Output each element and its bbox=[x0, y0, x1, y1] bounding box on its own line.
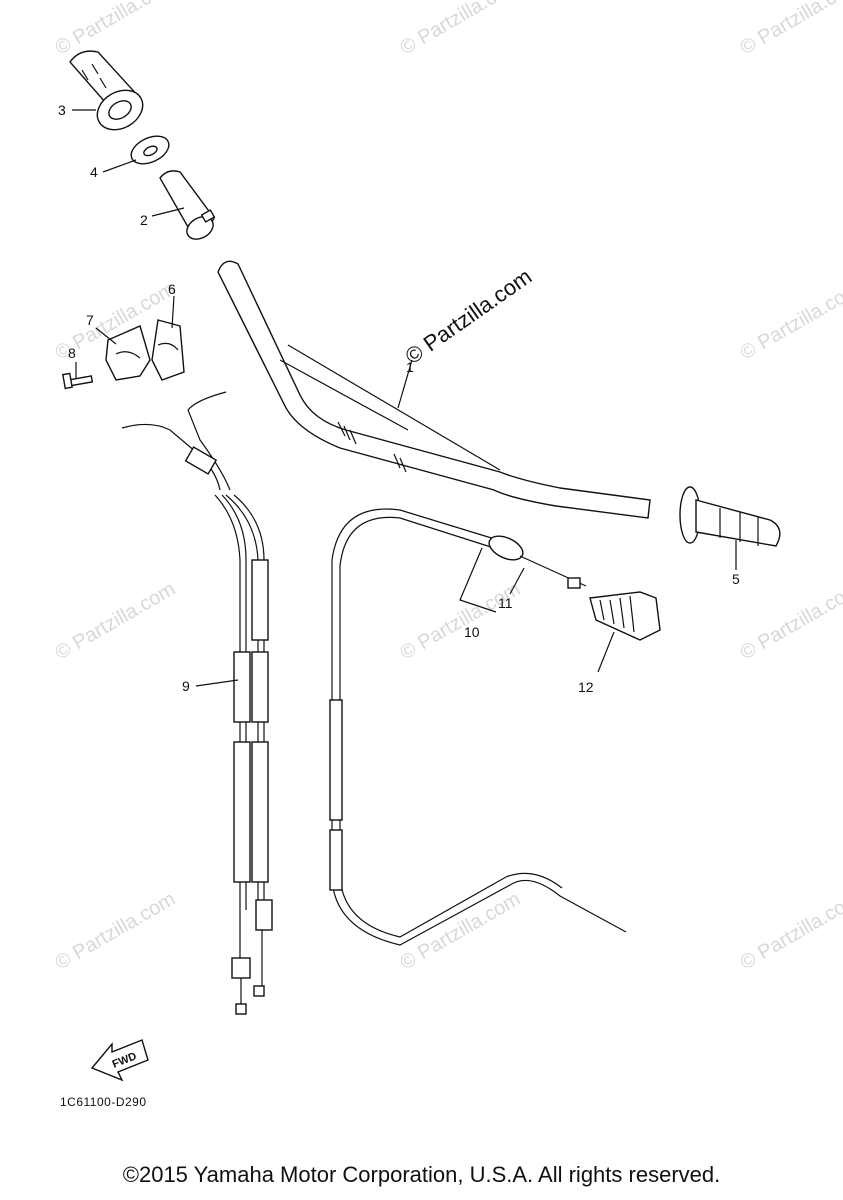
callout-9: 9 bbox=[182, 678, 190, 694]
diagram-code: 1C61100-D290 bbox=[60, 1095, 147, 1109]
callout-4: 4 bbox=[90, 164, 98, 180]
leader-lines bbox=[72, 109, 737, 687]
watermark: © Partzilla.com bbox=[52, 0, 180, 59]
center-watermark: © Partzilla.com bbox=[401, 264, 537, 370]
parts-diagram: © Partzilla.com © Partzilla.com © Partzi… bbox=[52, 0, 843, 1109]
watermark: © Partzilla.com bbox=[397, 0, 525, 59]
callout-7: 7 bbox=[86, 312, 94, 328]
watermark: © Partzilla.com bbox=[52, 888, 180, 974]
watermark: © Partzilla.com bbox=[397, 578, 525, 664]
callout-5: 5 bbox=[732, 571, 740, 587]
callout-2: 2 bbox=[140, 212, 148, 228]
part-9-throttle-cables bbox=[121, 391, 273, 1015]
watermark: © Partzilla.com bbox=[397, 888, 525, 974]
watermark: © Partzilla.com bbox=[737, 888, 843, 974]
part-2-throttle-tube bbox=[159, 170, 216, 240]
part-7-holder bbox=[105, 325, 151, 381]
part-3-grip bbox=[69, 50, 144, 131]
watermark: © Partzilla.com bbox=[52, 578, 180, 664]
part-12-boot bbox=[589, 591, 661, 641]
part-10-clutch-cable bbox=[329, 508, 627, 946]
part-1-handlebar bbox=[217, 260, 651, 519]
watermark: © Partzilla.com bbox=[737, 0, 843, 59]
part-11-adjuster bbox=[488, 535, 587, 589]
callouts: 1 2 3 4 5 6 7 8 9 10 11 12 bbox=[58, 102, 740, 695]
part-8-screw bbox=[62, 372, 94, 390]
callout-10: 10 bbox=[464, 624, 480, 640]
callout-6: 6 bbox=[168, 281, 176, 297]
callout-8: 8 bbox=[68, 345, 76, 361]
part-5-right-grip bbox=[679, 486, 781, 547]
part-6-holder bbox=[151, 319, 185, 381]
part-4-washer bbox=[130, 135, 170, 165]
watermark-layer: © Partzilla.com © Partzilla.com © Partzi… bbox=[52, 0, 843, 974]
callout-3: 3 bbox=[58, 102, 66, 118]
watermark: © Partzilla.com bbox=[737, 578, 843, 664]
copyright-notice: ©2015 Yamaha Motor Corporation, U.S.A. A… bbox=[122, 1162, 721, 1187]
callout-1: 1 bbox=[406, 359, 414, 375]
fwd-arrow: FWD bbox=[90, 1039, 149, 1082]
callout-11: 11 bbox=[498, 595, 513, 611]
callout-12: 12 bbox=[578, 679, 594, 695]
watermark: © Partzilla.com bbox=[737, 278, 843, 364]
